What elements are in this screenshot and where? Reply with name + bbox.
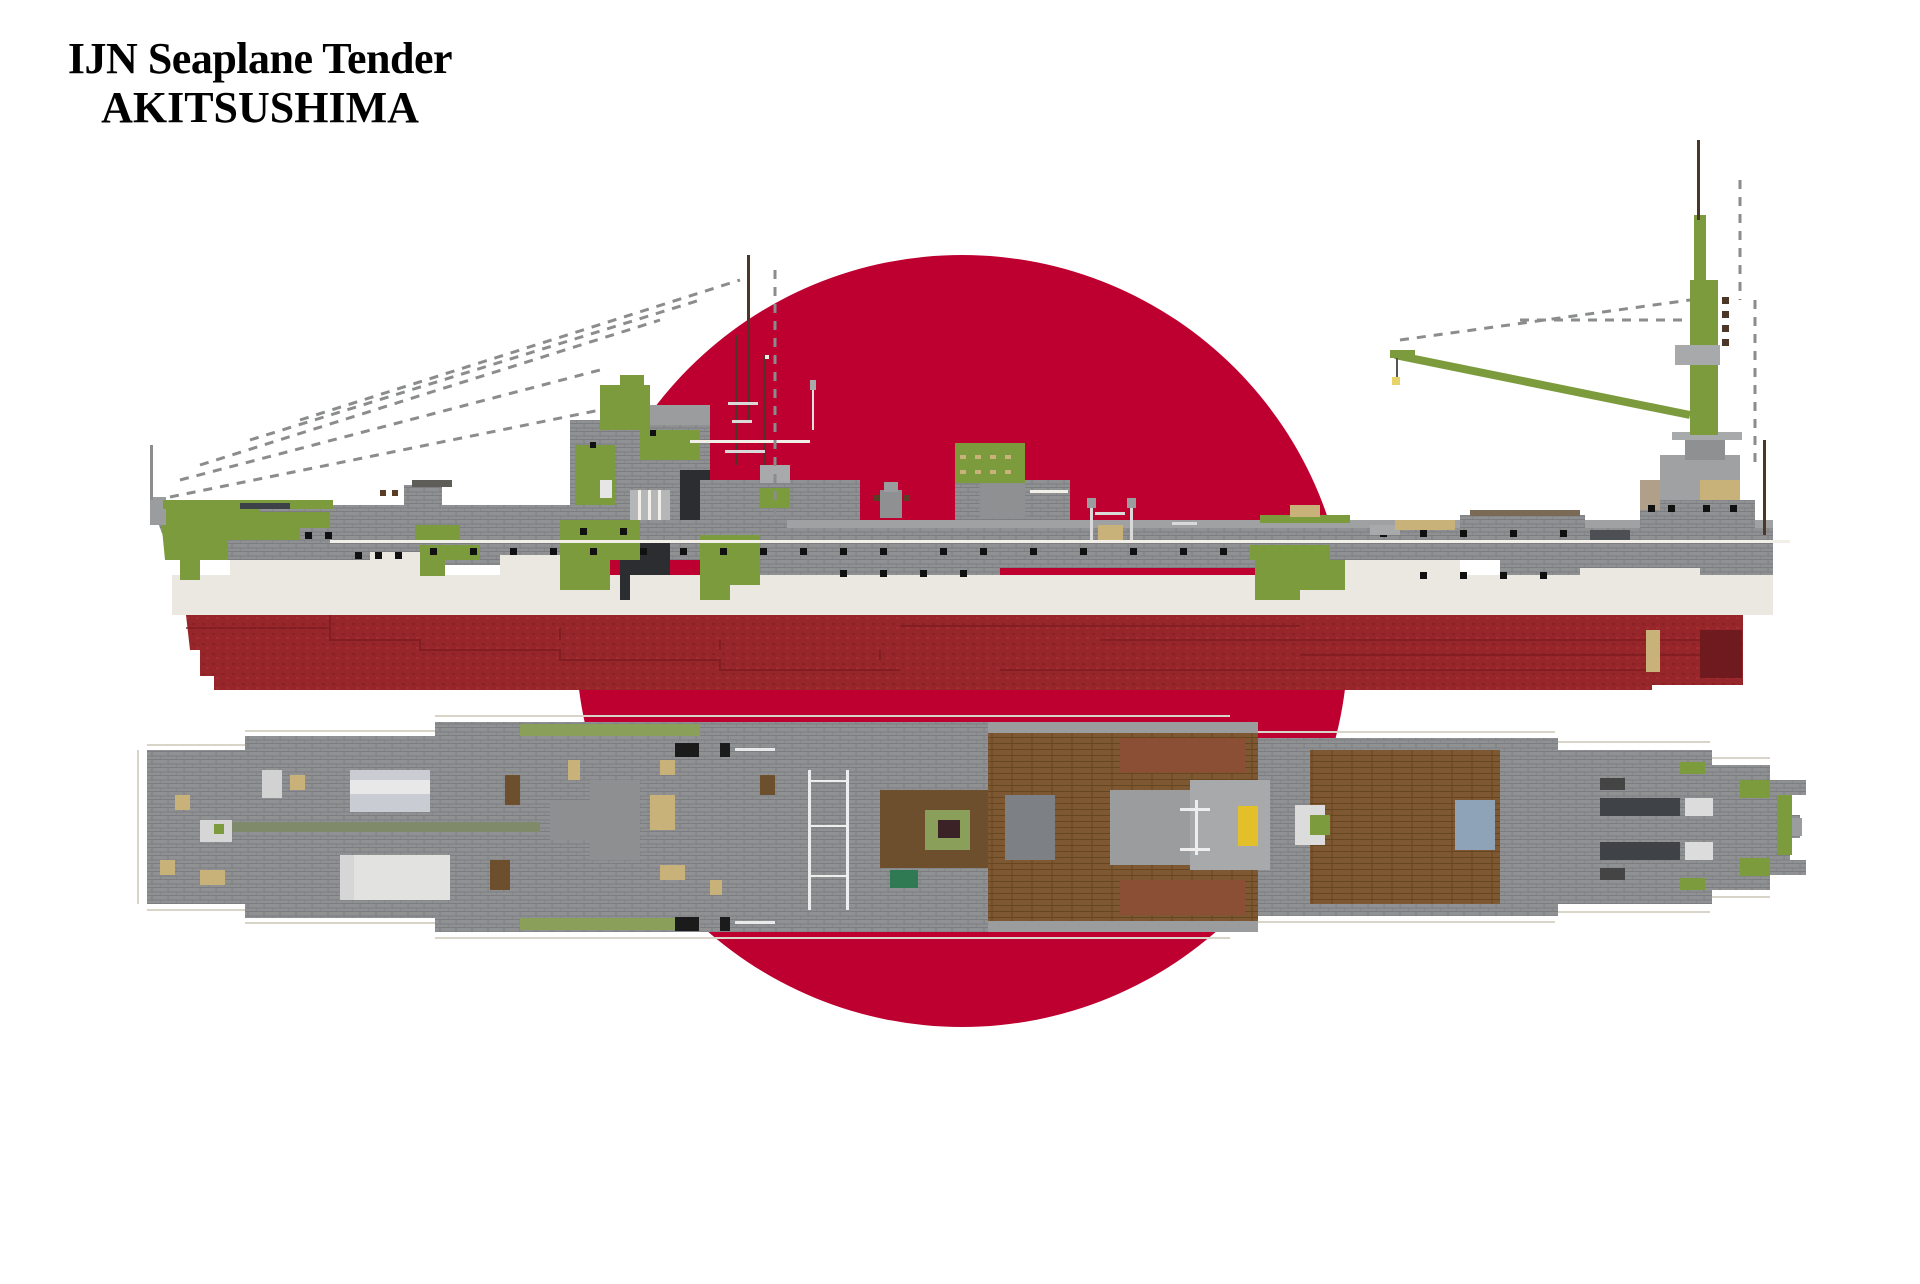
title-line-ship-class: IJN Seaplane Tender bbox=[67, 34, 453, 83]
crane-tower bbox=[1675, 140, 1729, 435]
catapult-rail bbox=[210, 822, 540, 832]
rigging-lines bbox=[169, 180, 1757, 520]
hull-boot-white bbox=[172, 575, 1773, 615]
hull-lower-red bbox=[186, 615, 1743, 690]
rudder-block bbox=[1646, 630, 1660, 672]
title-line-ship-name: AKITSUSHIMA bbox=[101, 83, 419, 133]
yellow-marker bbox=[1238, 806, 1258, 846]
bridge-tower bbox=[570, 375, 710, 520]
poster-title: IJN Seaplane Tender AKITSUSHIMA bbox=[0, 34, 520, 133]
top-plan-view bbox=[137, 715, 1806, 939]
forward-gun-mount bbox=[380, 480, 452, 519]
crane-boom bbox=[1394, 351, 1691, 419]
camo-green-patches bbox=[160, 508, 1345, 600]
foremast bbox=[735, 255, 766, 465]
side-profile-view bbox=[150, 140, 1790, 690]
aft-deckhouse bbox=[1640, 432, 1755, 540]
funnel bbox=[955, 443, 1025, 520]
